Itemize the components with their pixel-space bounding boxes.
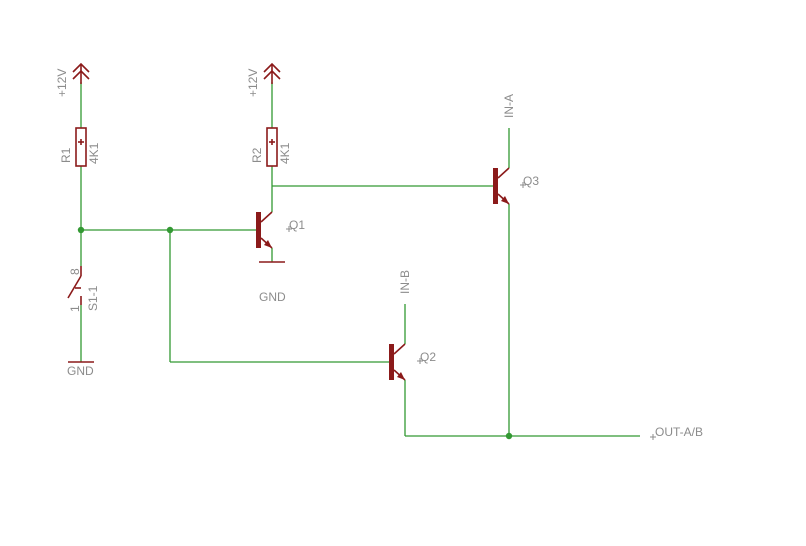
switch-pin1-label: 1: [68, 305, 82, 312]
junction-dot: [166, 226, 174, 234]
junctions: [77, 226, 513, 440]
r1-value-label: 4K1: [87, 142, 101, 164]
switch-pin8-label: 8: [68, 268, 82, 275]
supply-symbol-2: [263, 62, 281, 84]
in-b-label: IN-B: [398, 270, 412, 294]
gnd-label-q1: GND: [259, 290, 286, 304]
resistor-r2: [266, 127, 278, 167]
junction-dot: [77, 226, 85, 234]
gnd-label-switch: GND: [67, 364, 94, 378]
transistor-q3: [493, 167, 510, 205]
output-label: OUT-A/B: [655, 425, 703, 439]
q3-label: Q3: [523, 174, 539, 188]
r1-name-label: R1: [59, 147, 73, 163]
switch-name-label: S1-1: [86, 285, 100, 311]
wires: [80, 82, 640, 437]
switch-s1: [67, 266, 82, 305]
r2-value-label: 4K1: [278, 142, 292, 164]
q1-label: Q1: [289, 218, 305, 232]
resistor-r1: [75, 127, 87, 167]
q2-label: Q2: [420, 350, 436, 364]
label-origin-marks: [286, 182, 656, 440]
junction-dot: [505, 432, 513, 440]
supply-symbol-1: [72, 62, 90, 84]
r2-name-label: R2: [250, 147, 264, 163]
transistor-q1: [256, 211, 273, 249]
transistor-q2: [389, 343, 406, 381]
supply-label-1: +12V: [55, 69, 69, 97]
in-a-label: IN-A: [502, 94, 516, 118]
supply-label-2: +12V: [246, 69, 260, 97]
